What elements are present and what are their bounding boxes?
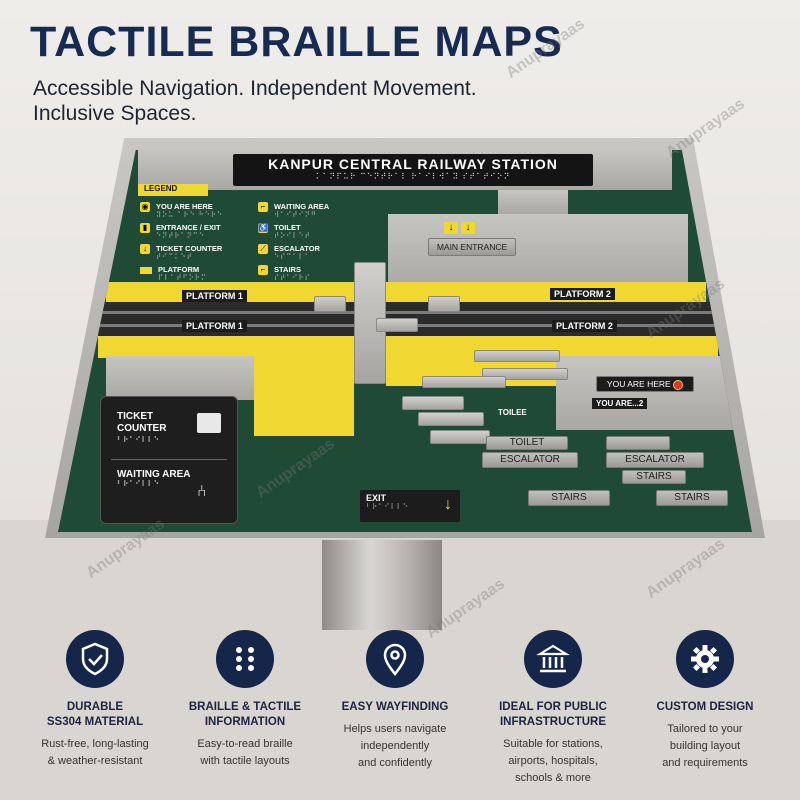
watermark: Anuprayaas — [663, 95, 748, 162]
sign-stand-pole — [322, 540, 442, 630]
steel-zone — [556, 356, 752, 430]
stairs-plate: STAIRS — [622, 470, 686, 484]
steel-zone — [106, 356, 254, 400]
ticket-counter-label: TICKET COUNTER ⠃⠗⠁⠊⠇⠇⠑ — [117, 411, 167, 444]
you-are-here-label: YOU ARE HERE — [596, 376, 694, 392]
location-pin-icon — [366, 630, 424, 688]
arrow-down-icon: ↓ — [444, 496, 452, 513]
steel-block-top — [498, 190, 568, 214]
entrance-arrows: ↓ ↓ — [444, 222, 475, 234]
platform-2-label-upper: PLATFORM 2 — [550, 288, 615, 300]
escalator-plate-2: ESCALATOR — [606, 452, 704, 468]
map-panel: KANPUR CENTRAL RAILWAY STATION ⠅⠁⠝⠏⠥⠗ ⠉⠑… — [58, 150, 752, 532]
toilet-icon: ♿ — [258, 223, 268, 233]
chair-icon: ⌐ — [258, 202, 268, 212]
target-icon: ◉ — [140, 202, 150, 212]
platform-2-label-lower: PLATFORM 2 — [552, 320, 617, 332]
arrow-down-icon: ↓ — [461, 222, 475, 234]
bridge-tile — [428, 296, 460, 312]
station-braille: ⠅⠁⠝⠏⠥⠗ ⠉⠑⠝⠞⠗⠁⠇ ⠗⠁⠊⠇⠺⠁⠽ ⠎⠞⠁⠞⠊⠕⠝ — [315, 172, 511, 181]
escalator-plate: ESCALATOR — [482, 452, 578, 468]
corridor-tile — [430, 430, 490, 444]
facility-card: TICKET COUNTER ⠃⠗⠁⠊⠇⠇⠑ WAITING AREA ⠃⠗⠁⠊… — [100, 396, 238, 524]
legend: ◉YOU ARE HERE⠽⠕⠥ ⠁⠗⠑ ⠓⠑⠗⠑ ⌐WAITING AREA⠺… — [140, 202, 370, 282]
you-are-here-small: YOU ARE...2 — [592, 398, 648, 409]
legend-item: ♿TOILET⠞⠕⠊⠇⠑⠞ — [258, 223, 311, 240]
gear-icon — [676, 630, 734, 688]
arrow-down-icon: ↓ — [140, 244, 150, 254]
braille-dots-icon — [216, 630, 274, 688]
bridge-tile — [376, 318, 418, 332]
stairs-plate-2: STAIRS — [528, 490, 610, 506]
shield-check-icon — [66, 630, 124, 688]
corridor-tile — [402, 396, 464, 410]
exit-sign: EXIT ⠃⠗⠁⠊⠇⠇⠑ ↓ — [360, 490, 460, 522]
building-icon — [524, 630, 582, 688]
legend-item: ⟋ESCALATOR⠑⠎⠉⠁⠇⠁ — [258, 244, 370, 261]
door-icon: ▮ — [140, 223, 150, 233]
divider — [111, 459, 227, 460]
chair-icon: ⑃ — [197, 483, 207, 500]
toilet-plate: TOILET — [486, 436, 568, 450]
corridor-tile — [474, 350, 560, 362]
page-title: TACTILE BRAILLE MAPS — [30, 18, 563, 66]
legend-item: ⌐STAIRS⠎⠞⠁⠊⠗⠎ — [258, 265, 370, 282]
legend-item: ⌐WAITING AREA⠺⠁⠊⠞⠊⠝⠛ — [258, 202, 370, 219]
you-are-here-marker-icon — [673, 379, 684, 390]
station-title-plate: KANPUR CENTRAL RAILWAY STATION ⠅⠁⠝⠏⠥⠗ ⠉⠑… — [233, 154, 593, 186]
yellow-zone — [254, 356, 354, 436]
escalator-icon: ⟋ — [258, 244, 268, 254]
ticket-counter-icon — [197, 413, 221, 433]
platform-1-label-upper: PLATFORM 1 — [182, 290, 247, 302]
arrow-down-icon: ↓ — [444, 222, 458, 234]
platform-1-label-lower: PLATFORM 1 — [182, 320, 247, 332]
corridor-tile — [422, 376, 506, 388]
legend-item: ◉YOU ARE HERE⠽⠕⠥ ⠁⠗⠑ ⠓⠑⠗⠑ — [140, 202, 224, 219]
station-name: KANPUR CENTRAL RAILWAY STATION — [268, 156, 558, 172]
toilet-small-label: TOILEE — [498, 408, 527, 417]
bridge-tile — [314, 296, 346, 312]
platform-lower — [98, 336, 718, 358]
legend-item: ▮ENTRANCE / EXIT⠑⠝⠞⠗⠁⠝⠉⠑ — [140, 223, 258, 240]
platform-swatch-icon — [140, 267, 152, 274]
waiting-area-label: WAITING AREA ⠃⠗⠁⠊⠇⠇⠑ — [117, 469, 191, 488]
page-subtitle: Accessible Navigation. Independent Movem… — [33, 77, 477, 125]
stairs-icon: ⌐ — [258, 265, 268, 275]
legend-title: LEGEND — [138, 184, 208, 196]
blank-plate — [606, 436, 670, 450]
corridor-tile — [418, 412, 484, 426]
stairs-plate-3: STAIRS — [656, 490, 728, 506]
main-entrance-label: MAIN ENTRANCE — [428, 238, 516, 256]
legend-item: ↓TICKET COUNTER⠞⠊⠉⠅⠑⠞ — [140, 244, 258, 261]
legend-item: PLATFORM⠏⠇⠁⠞⠋⠕⠗⠍ — [140, 265, 258, 282]
